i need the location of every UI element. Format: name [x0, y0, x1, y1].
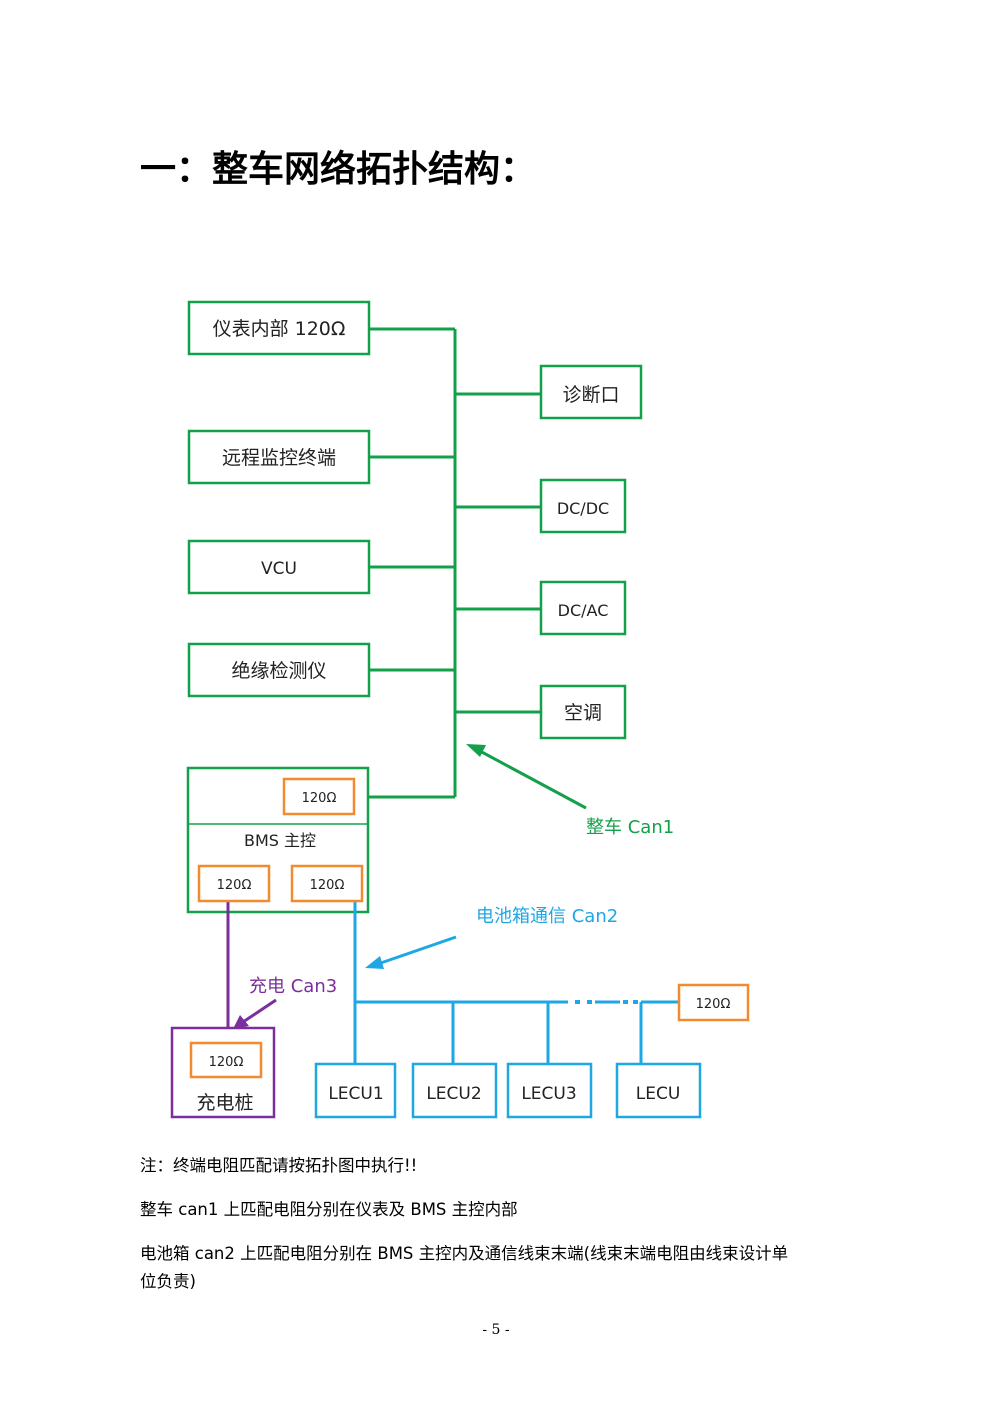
ac-box: [539, 684, 627, 740]
vcu-box: [187, 539, 371, 595]
bms-label: BMS 主控: [244, 831, 316, 850]
page-number: - 5 -: [482, 1322, 510, 1338]
lecu1-box: [314, 1062, 397, 1119]
note-line: 整车 can1 上匹配电阻分别在仪表及 BMS 主控内部: [140, 1200, 518, 1219]
can2-label: 电池箱通信 Can2: [476, 906, 618, 927]
can3-label: 充电 Can3: [249, 976, 337, 997]
can2-arrow: [365, 935, 457, 969]
diag-port-box: [539, 364, 643, 420]
resistor-label: 120Ω: [696, 997, 731, 1012]
lecu3-box: [506, 1062, 593, 1119]
instrument-label: 仪表内部 120Ω: [213, 318, 346, 340]
ac-label: 空调: [564, 702, 602, 724]
lecu-box: [615, 1062, 702, 1119]
resistor-label: 120Ω: [217, 878, 252, 893]
dcdc-box: [539, 478, 627, 534]
remote-monitor-box: [187, 429, 371, 485]
vcu-label: VCU: [261, 559, 297, 579]
dcac-label: DC/AC: [558, 601, 609, 620]
lecu1-label: LECU1: [328, 1084, 383, 1104]
page-title: 一：整车网络拓扑结构：: [140, 148, 537, 190]
lecu-label: LECU: [636, 1084, 681, 1104]
lecu2-box: [411, 1062, 498, 1119]
bms-can3-resistor: [197, 864, 271, 903]
dcdc-label: DC/DC: [557, 499, 609, 518]
can2-bus: [353, 902, 679, 1064]
note-line: 注：终端电阻匹配请按拓扑图中执行!!: [140, 1156, 418, 1175]
note-line: 位负责): [140, 1272, 196, 1291]
can1-bus: [355, 327, 541, 799]
charger-resistor: [189, 1041, 263, 1079]
lecu2-label: LECU2: [426, 1084, 481, 1104]
instrument-box: [187, 300, 371, 356]
insulation-box: [187, 642, 371, 698]
remote-monitor-label: 远程监控终端: [222, 447, 336, 469]
note-line: 电池箱 can2 上匹配电阻分别在 BMS 主控内及通信线束末端(线束末端电阻由…: [140, 1244, 789, 1263]
bms-can2-resistor: [290, 864, 364, 903]
insulation-label: 绝缘检测仪: [231, 660, 326, 682]
resistor-label: 120Ω: [310, 878, 345, 893]
lecu3-label: LECU3: [521, 1084, 576, 1104]
dcac-box: [539, 580, 627, 636]
resistor-label: 120Ω: [209, 1055, 244, 1070]
diag-port-label: 诊断口: [562, 384, 619, 406]
can2-end-resistor: [677, 983, 750, 1022]
resistor-label: 120Ω: [302, 791, 337, 806]
can3-arrow: [233, 998, 277, 1029]
can1-arrow: [466, 744, 587, 810]
can1-label: 整车 Can1: [586, 817, 674, 838]
charger-label: 充电桩: [196, 1092, 253, 1114]
bms-can1-resistor: [282, 777, 356, 816]
